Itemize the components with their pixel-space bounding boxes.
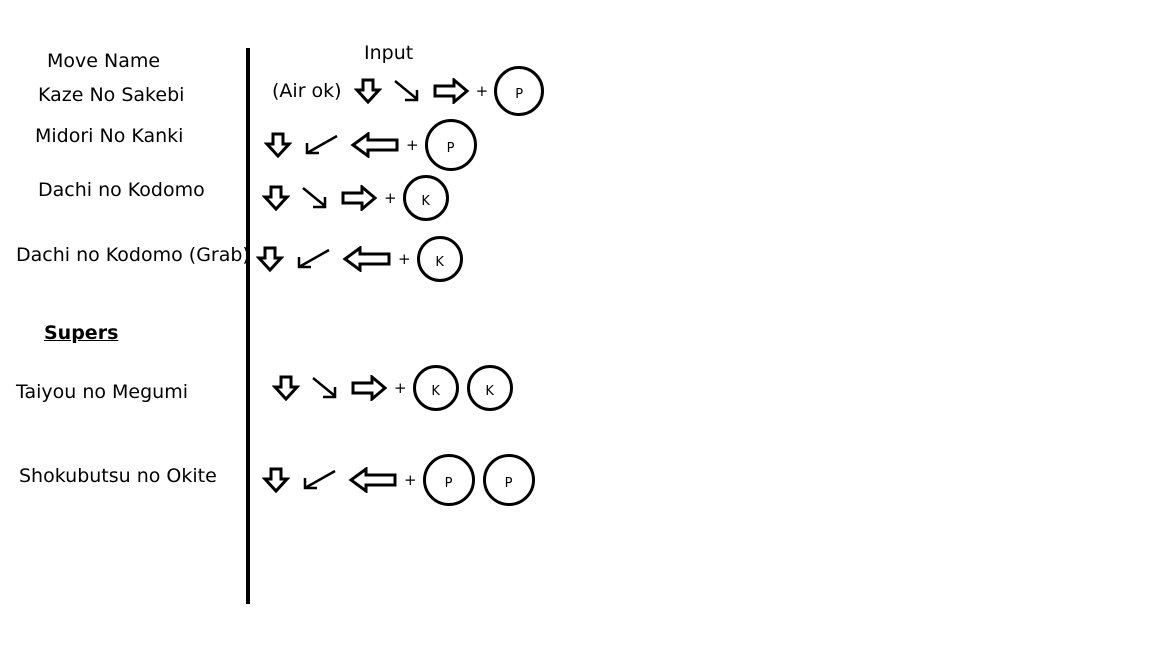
move-name-1: Kaze No Sakebi (38, 84, 185, 106)
down-arrow-icon (256, 246, 284, 273)
motion-4 (256, 245, 392, 273)
motion-5 (272, 374, 388, 402)
input-header: Input (364, 42, 414, 64)
plus-sign: + (406, 135, 419, 154)
down-arrow-icon (272, 375, 300, 402)
input-row-4: + K (256, 236, 463, 282)
move-name-3: Dachi no Kodomo (38, 179, 205, 201)
plus-sign: + (404, 470, 417, 489)
left-arrow-icon (348, 467, 397, 493)
buttons-2: P (424, 119, 477, 171)
kick-button-icon: K (402, 175, 449, 221)
input-row-2: + P (264, 119, 477, 171)
plus-sign: + (394, 378, 407, 397)
move-name-6: Shokubutsu no Okite (19, 465, 217, 487)
plus-sign: + (384, 188, 397, 207)
right-arrow-icon (433, 78, 469, 104)
motion-1 (353, 77, 470, 105)
right-arrow-icon (341, 185, 378, 211)
kick-button-icon: K (416, 236, 463, 282)
down-right-arrow-icon (312, 377, 337, 399)
right-arrow-icon (351, 375, 388, 401)
motion-6 (262, 466, 398, 494)
punch-button-icon: P (422, 454, 475, 506)
move-name-header: Move Name (47, 50, 161, 72)
motion-2 (264, 131, 400, 159)
plus-sign: + (398, 249, 411, 268)
down-left-arrow-icon (305, 134, 338, 155)
down-arrow-icon (264, 132, 292, 159)
kick-button-icon: K (412, 365, 459, 411)
left-arrow-icon (350, 132, 399, 158)
buttons-4: K (416, 236, 463, 282)
supers-heading: Supers (44, 322, 119, 344)
move-name-5: Taiyou no Megumi (16, 381, 189, 403)
motion-3 (262, 184, 378, 212)
divider-line (246, 48, 250, 604)
kick-button-icon: K (466, 365, 513, 411)
down-left-arrow-icon (303, 469, 336, 490)
punch-button-icon: P (424, 119, 477, 171)
move-name-4: Dachi no Kodomo (Grab) (16, 244, 250, 266)
down-right-arrow-icon (393, 80, 418, 102)
down-left-arrow-icon (297, 248, 330, 269)
move-name-2: Midori No Kanki (35, 125, 184, 147)
punch-button-icon: P (494, 66, 545, 116)
buttons-1: P (494, 66, 545, 116)
punch-button-icon: P (482, 454, 535, 506)
input-row-1: (Air ok) + P (272, 66, 545, 116)
plus-sign: + (475, 81, 489, 100)
down-arrow-icon (353, 78, 382, 105)
down-right-arrow-icon (302, 187, 327, 209)
buttons-3: K (402, 175, 449, 221)
air-ok-note: (Air ok) (272, 79, 342, 102)
left-arrow-icon (342, 246, 391, 272)
input-row-3: + K (262, 175, 449, 221)
down-arrow-icon (262, 467, 290, 494)
down-arrow-icon (262, 185, 290, 212)
